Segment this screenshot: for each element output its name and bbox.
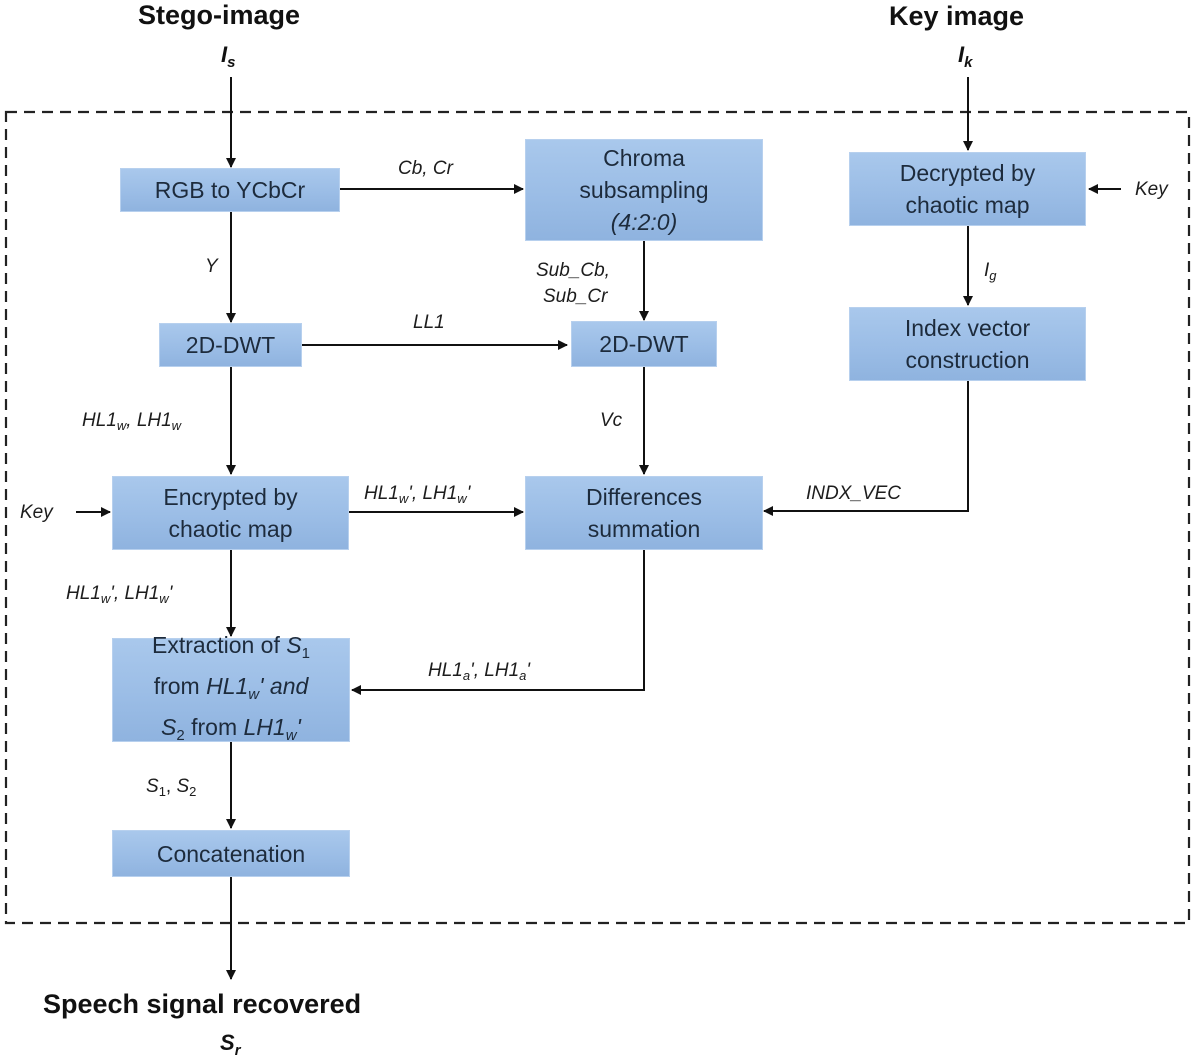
edge-label-sub-cb: Sub_Cb, [536, 260, 610, 281]
output-title: Speech signal recovered [43, 989, 362, 1019]
differences-label-line1: Differences [586, 484, 702, 510]
extraction-label-line2: from HL1w' and [153, 672, 309, 703]
differences-label-line2: summation [587, 516, 701, 542]
chroma-subsampling-box: Chroma subsampling (4:2:0) [525, 139, 763, 241]
stego-image-title: Stego-image [138, 0, 301, 30]
extraction-label-line3: S2 from LH1w' [161, 713, 301, 744]
chroma-label-line1: Chroma [603, 145, 685, 171]
decrypted-chaotic-map-box: Decrypted by chaotic map [849, 152, 1086, 226]
extraction-box: Extraction of S1 from HL1w' and S2 from … [112, 632, 350, 744]
decrypted-label-line2: chaotic map [905, 192, 1030, 218]
output-symbol: Sr [220, 1030, 241, 1059]
encrypted-label-line1: Encrypted by [163, 484, 298, 510]
encrypted-chaotic-map-box: Encrypted by chaotic map [112, 476, 349, 550]
differences-summation-box: Differences summation [525, 476, 763, 550]
index-vector-label-line1: Index vector [904, 315, 1031, 341]
edge-label-hl1w-prime-right: HL1w', LH1w' [364, 483, 471, 506]
chroma-label-line2: subsampling [579, 177, 709, 203]
edge-label-vc: Vc [600, 410, 623, 431]
dwt-left-label: 2D-DWT [185, 332, 276, 358]
chroma-label-line3: (4:2:0) [610, 209, 678, 235]
key-image-symbol: Ik [958, 42, 973, 71]
index-vector-label-line2: construction [905, 347, 1030, 373]
dashed-process-boundary [4, 110, 1191, 925]
concatenation-label: Concatenation [156, 840, 306, 867]
extraction-label-line1: Extraction of S1 [152, 631, 310, 662]
arrow-index-to-differences [763, 380, 969, 516]
edge-label-key-right: Key [1135, 179, 1168, 200]
stego-image-symbol: Is [221, 42, 236, 71]
edge-label-ig: Ig [984, 260, 997, 283]
edge-label-cb-cr: Cb, Cr [398, 158, 453, 179]
dwt-left-box: 2D-DWT [159, 323, 302, 367]
rgb-to-ycbcr-label: RGB to YCbCr [154, 177, 306, 203]
rgb-to-ycbcr-box: RGB to YCbCr [120, 168, 340, 212]
edge-label-indx-vec: INDX_VEC [806, 483, 902, 504]
edge-label-sub-cr: Sub_Cr [543, 286, 608, 307]
decrypted-label-line1: Decrypted by [899, 160, 1036, 186]
dwt-right-box: 2D-DWT [571, 321, 717, 367]
edge-label-hl1a-prime: HL1a', LH1a' [428, 660, 531, 683]
edge-label-y: Y [205, 256, 218, 277]
dwt-right-label: 2D-DWT [599, 331, 689, 357]
edge-label-hl1w-prime-down: HL1w', LH1w' [66, 583, 173, 606]
key-image-title: Key image [889, 1, 1025, 31]
index-vector-box: Index vector construction [849, 307, 1086, 381]
arrow-differences-to-extraction [351, 550, 645, 695]
edge-label-hl1w-lh1w: HL1w, LH1w [82, 410, 182, 433]
edge-label-key-left: Key [20, 502, 53, 523]
concatenation-box: Concatenation [112, 830, 350, 877]
edge-label-s1-s2: S1, S2 [146, 776, 197, 799]
edge-label-ll1: LL1 [413, 312, 445, 333]
encrypted-label-line2: chaotic map [168, 516, 293, 542]
